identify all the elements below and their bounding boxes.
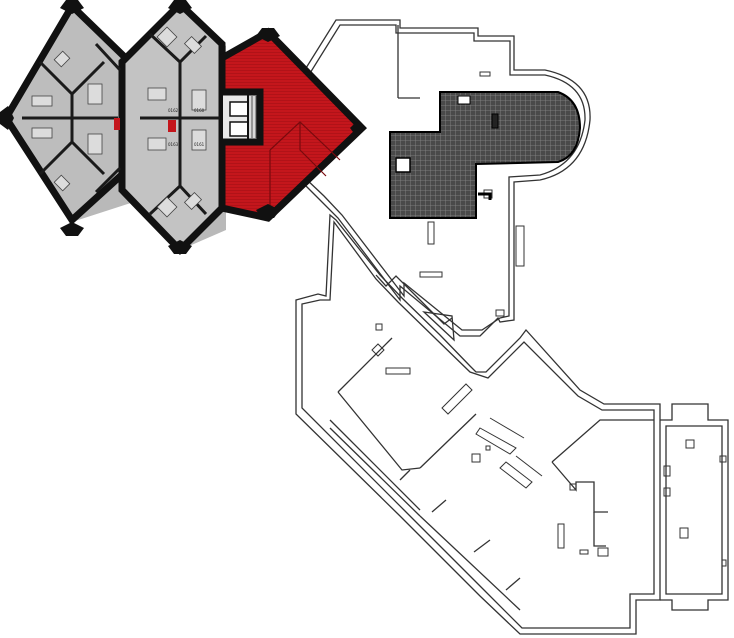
apartment-units xyxy=(1,0,271,255)
room-labels: 0162 0163 0160 0161 xyxy=(168,108,205,147)
room-label-1: 0162 xyxy=(168,108,179,113)
lower-wing-outline xyxy=(295,213,729,635)
highlighted-unit xyxy=(218,27,367,222)
hatched-roof xyxy=(389,91,582,219)
room-label-2: 0163 xyxy=(168,142,179,147)
room-label-3: 0160 xyxy=(194,108,205,113)
fixtures xyxy=(371,71,727,567)
room-label-4: 0161 xyxy=(194,142,205,147)
corner-walls xyxy=(0,0,366,254)
